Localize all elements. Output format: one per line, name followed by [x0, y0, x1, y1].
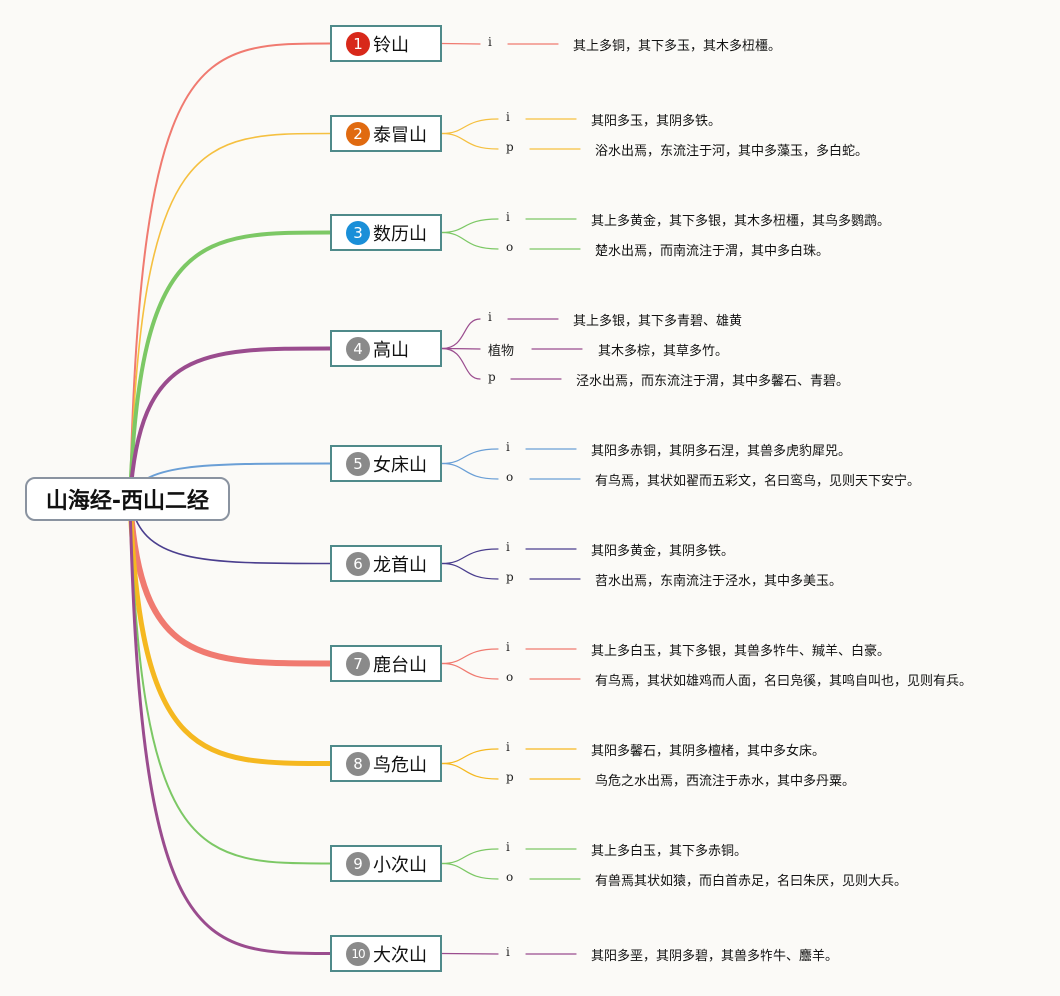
fact-tag: i	[506, 945, 510, 959]
fact-connector	[441, 231, 499, 250]
fact-tag: p	[506, 570, 514, 584]
fact-tag: i	[506, 440, 510, 454]
fact-tag: i	[506, 740, 510, 754]
fact-connector	[441, 662, 499, 680]
fact-connector	[441, 848, 499, 865]
number-badge: 6	[346, 551, 370, 576]
fact-text[interactable]: 有鸟焉，其状如翟而五彩文，名曰鸾鸟，见则天下安宁。	[595, 474, 921, 489]
fact-text[interactable]: 其阳多馨石，其阴多檀楮，其中多女床。	[591, 744, 826, 759]
mountain-name: 小次山	[373, 854, 427, 876]
fact-tag: o	[506, 670, 514, 684]
number-badge: 9	[346, 851, 370, 876]
branch-line	[127, 496, 333, 667]
fact-text[interactable]: 其上多白玉，其下多赤铜。	[591, 844, 748, 859]
number-badge: 10	[346, 941, 370, 966]
fact-tag: i	[506, 110, 510, 124]
number-badge: 7	[346, 651, 370, 676]
fact-tag: o	[506, 470, 514, 484]
fact-text[interactable]: 其上多铜，其下多玉，其木多杻橿。	[573, 39, 782, 54]
fact-text[interactable]: 其阳多赤铜，其阴多石涅，其兽多虎豹犀兕。	[591, 444, 852, 459]
fact-text[interactable]: 苕水出焉，东南流注于泾水，其中多美玉。	[595, 574, 843, 589]
mountain-name: 龙首山	[373, 554, 427, 576]
root-topic[interactable]: 山海经-西山二经	[25, 477, 230, 521]
fact-tag: i	[488, 35, 492, 49]
number-badge: 1	[346, 31, 370, 56]
branch-line	[129, 42, 331, 500]
mountain-name: 鸟危山	[373, 754, 427, 776]
fact-tag: i	[506, 210, 510, 224]
mountain-name: 数历山	[373, 223, 427, 245]
fact-text[interactable]: 楚水出焉，而南流注于渭，其中多白珠。	[595, 244, 830, 259]
fact-text[interactable]: 其阳多黄金，其阴多铁。	[591, 544, 735, 559]
fact-text[interactable]: 其阳多垩，其阴多碧，其兽多㸲牛、麢羊。	[591, 949, 839, 964]
fact-tag: p	[506, 140, 514, 154]
fact-connector	[441, 762, 499, 780]
fact-tag: i	[506, 640, 510, 654]
fact-text[interactable]: 其阳多玉，其阴多铁。	[591, 114, 722, 129]
mountain-name: 鹿台山	[373, 654, 427, 676]
fact-text[interactable]: 鸟危之水出焉，西流注于赤水，其中多丹粟。	[595, 774, 856, 789]
fact-text[interactable]: 其上多银，其下多青碧、雄黄	[573, 314, 743, 329]
fact-text[interactable]: 有鸟焉，其状如雄鸡而人面，名曰凫徯，其鸣自叫也，见则有兵。	[595, 674, 973, 689]
mountain-name: 铃山	[373, 34, 409, 56]
fact-connector	[441, 132, 499, 150]
branch-line	[129, 498, 331, 865]
fact-connector	[441, 448, 499, 465]
fact-tag: o	[506, 870, 514, 884]
fact-connector	[441, 118, 499, 135]
fact-text[interactable]: 其木多棕，其草多竹。	[598, 344, 729, 359]
branch-line	[128, 346, 332, 501]
mountain-name: 大次山	[373, 944, 427, 966]
number-badge: 3	[346, 220, 370, 245]
fact-connector	[441, 462, 499, 480]
fact-text[interactable]: 其上多白玉，其下多银，其兽多㸲牛、羬羊、白豪。	[591, 644, 891, 659]
mountain-name: 女床山	[373, 454, 427, 476]
fact-connector	[441, 562, 499, 580]
fact-connector	[441, 548, 499, 565]
fact-connector	[441, 862, 499, 880]
fact-tag: p	[506, 770, 514, 784]
mountain-name: 泰冒山	[373, 124, 427, 146]
fact-connector	[441, 318, 481, 350]
fact-text[interactable]: 其上多黄金，其下多银，其木多杻橿，其鸟多鹦鹉。	[591, 214, 891, 229]
branch-line	[128, 230, 332, 501]
branch-line	[129, 132, 331, 500]
fact-tag: o	[506, 240, 514, 254]
number-badge: 8	[346, 751, 370, 776]
fact-tag: i	[506, 540, 510, 554]
fact-text[interactable]: 浴水出焉，东流注于河，其中多藻玉，多白蛇。	[595, 144, 869, 159]
fact-connector	[441, 347, 481, 380]
number-badge: 5	[346, 451, 370, 476]
branch-line	[128, 497, 332, 955]
fact-text[interactable]: 泾水出焉，而东流注于渭，其中多馨石、青碧。	[576, 374, 850, 389]
fact-connector	[441, 952, 499, 955]
fact-tag: i	[488, 310, 492, 324]
fact-connector	[441, 42, 481, 45]
number-badge: 2	[346, 121, 370, 146]
fact-tag: p	[488, 370, 496, 384]
fact-connector	[441, 648, 499, 665]
branch-line	[127, 496, 333, 766]
fact-connector	[441, 748, 499, 765]
mountain-name: 高山	[373, 339, 409, 361]
fact-tag: i	[506, 840, 510, 854]
fact-tag: 植物	[488, 344, 515, 359]
fact-connector	[441, 218, 499, 234]
number-badge: 4	[346, 336, 370, 361]
fact-text[interactable]: 有兽焉其状如猿，而白首赤足，名曰朱厌，见则大兵。	[595, 874, 908, 889]
